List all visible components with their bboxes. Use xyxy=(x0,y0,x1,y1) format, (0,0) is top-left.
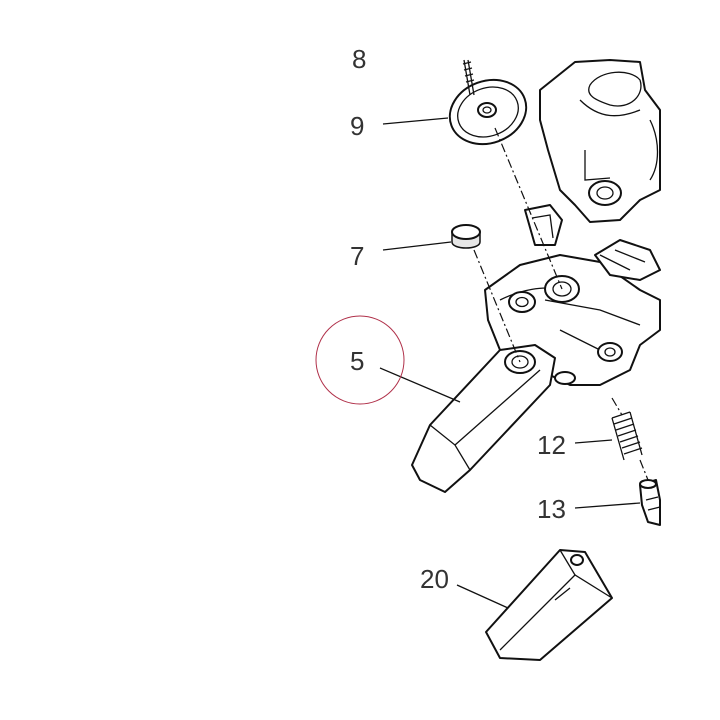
lever-arm-part-5 xyxy=(411,344,556,493)
cap-part-7 xyxy=(451,224,481,249)
washer-part-9 xyxy=(448,78,528,146)
crop-edge xyxy=(661,0,720,720)
callout-20: 20 xyxy=(420,564,449,594)
spring-part-12 xyxy=(611,411,643,461)
callout-12: 12 xyxy=(537,430,566,460)
callout-13: 13 xyxy=(537,494,566,524)
pin-part-13 xyxy=(639,479,661,526)
callout-8: 8 xyxy=(352,44,366,74)
upper-housing xyxy=(539,59,661,223)
pad-part-20 xyxy=(485,549,613,661)
assembly-lines xyxy=(473,127,649,481)
highlight-circle xyxy=(315,315,405,405)
callout-7: 7 xyxy=(350,241,364,271)
screw-part-8 xyxy=(462,59,475,96)
callout-5: 5 xyxy=(350,346,364,376)
callout-9: 9 xyxy=(350,111,364,141)
leader-lines xyxy=(379,117,641,609)
